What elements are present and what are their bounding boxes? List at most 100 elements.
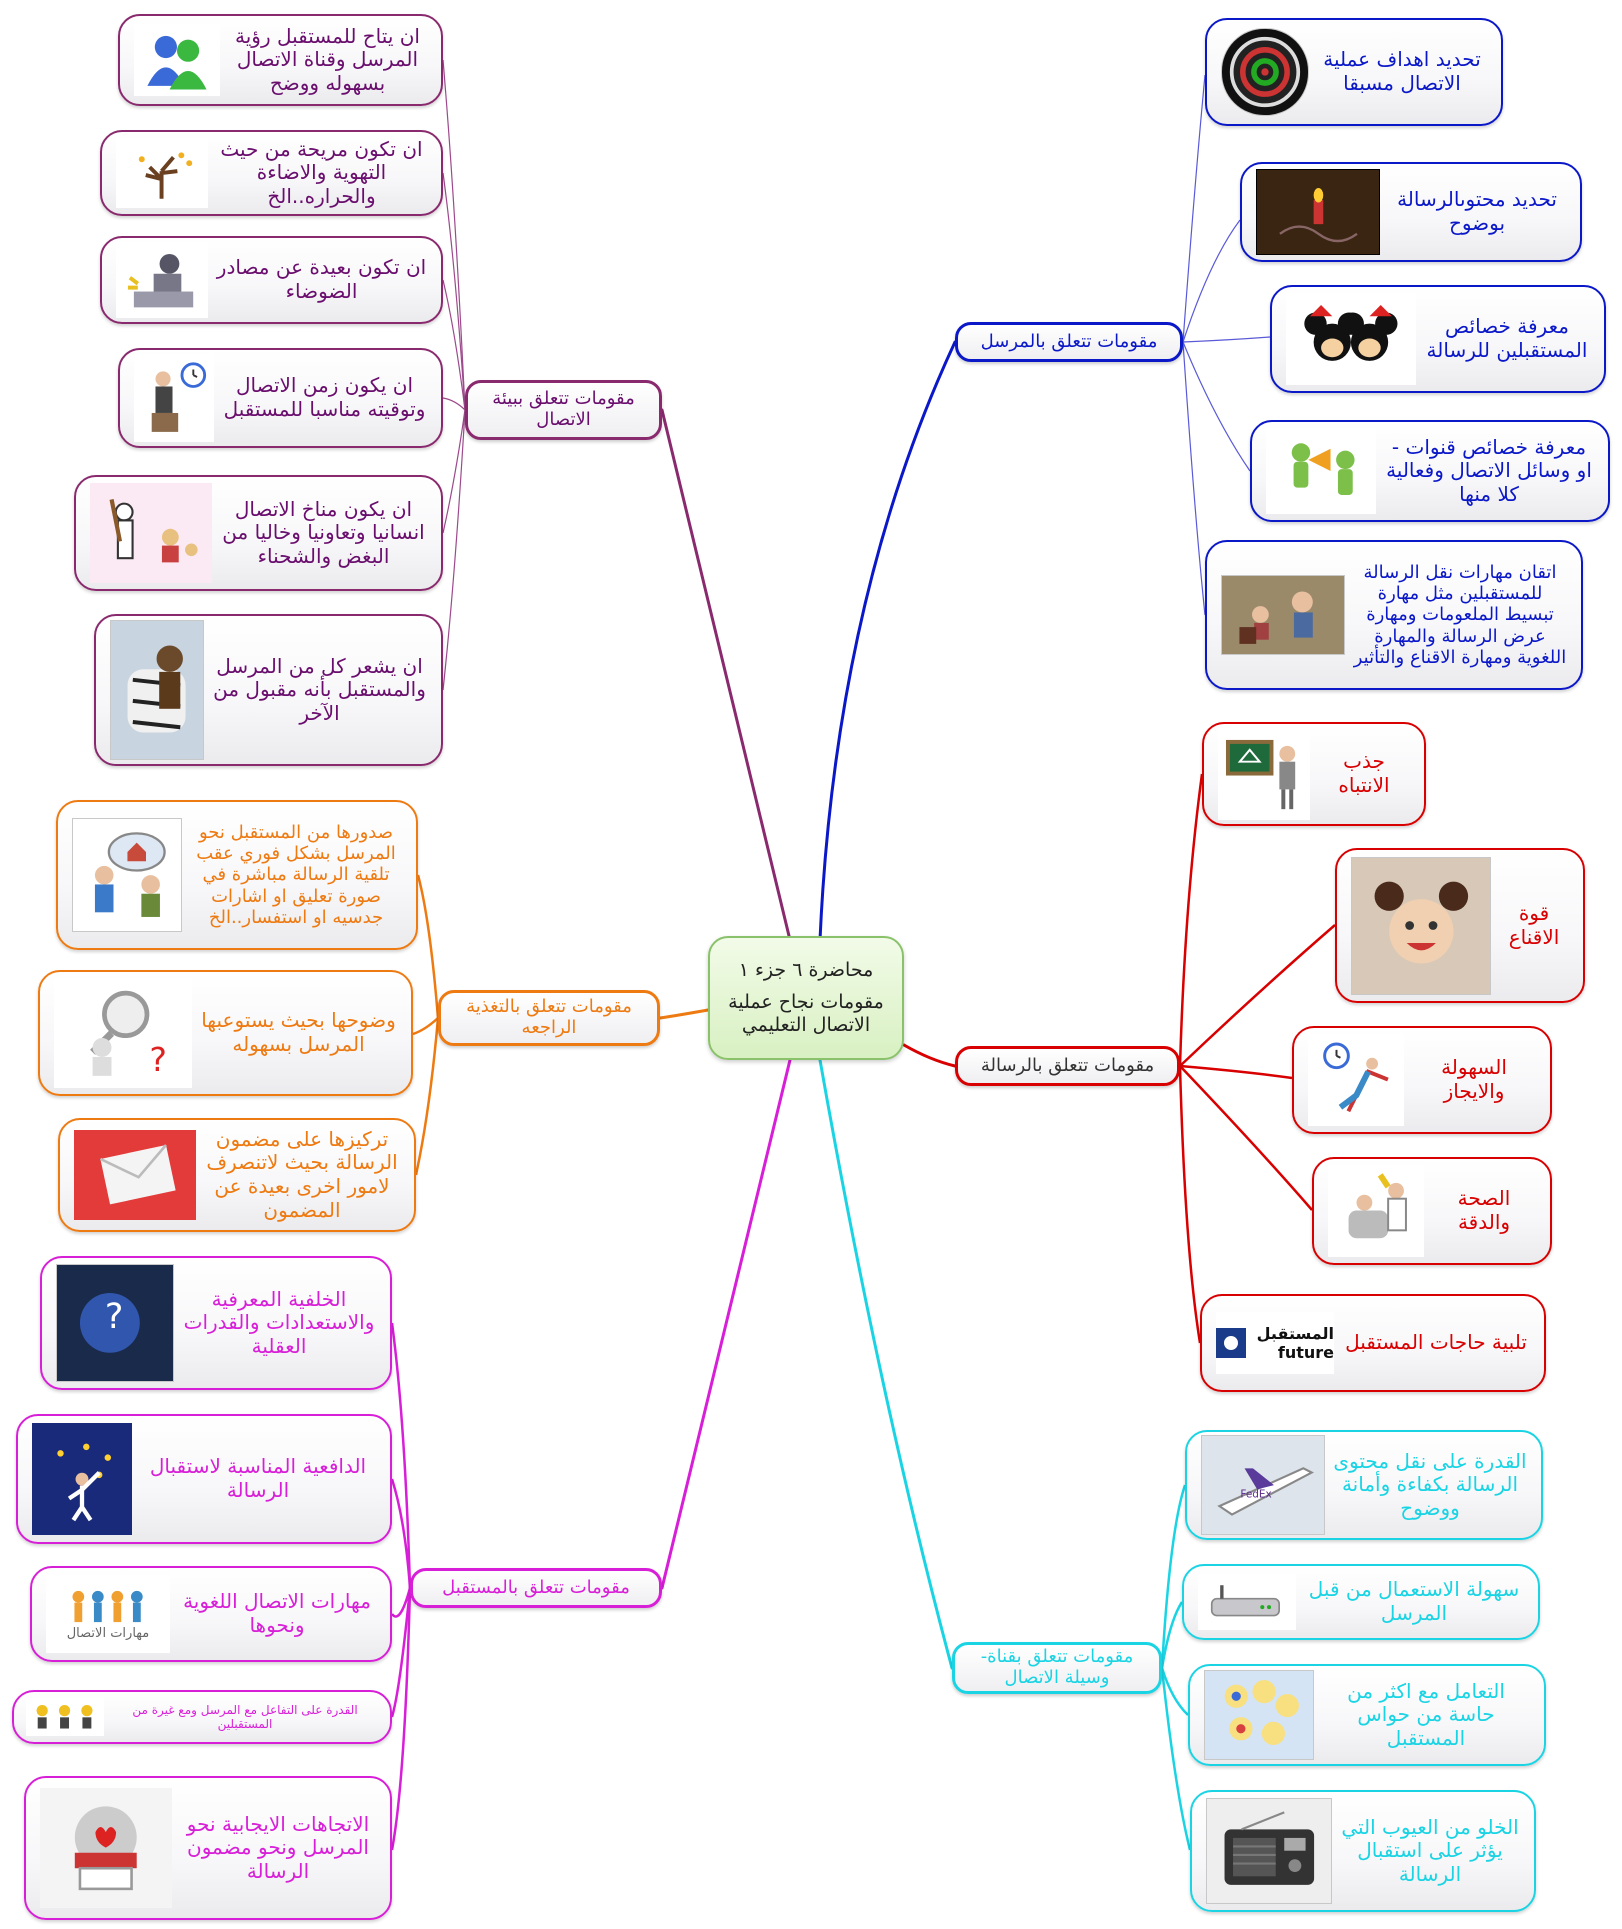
branch-feedback-label: مقومات تتعلق بالتغذية الراجعه [466, 996, 632, 1038]
environment-item-1-text: ان يتاح للمستقبل رؤية المرسل وقناة الاتص… [235, 23, 420, 95]
link-env-2 [442, 172, 466, 411]
sender-item-4[interactable]: معرفة خصائص قنوات - او وسائل الاتصال وفع… [1250, 420, 1610, 522]
man-chair-clock-icon [134, 354, 214, 442]
link-env-5 [442, 409, 466, 534]
link-center-sender [818, 340, 957, 942]
sender-item-5[interactable]: اتقان مهارات نقل الرسالة للمستقبلين مثل … [1205, 540, 1583, 690]
branch-sender[interactable]: مقومات تتعلق بالمرسل [955, 322, 1183, 362]
link-ch-1 [1160, 1484, 1187, 1669]
sender-item-1-text: تحديد اهداف عملية الاتصال مسبقا [1323, 47, 1481, 95]
link-center-message [902, 1043, 957, 1068]
link-msg-4 [1179, 1065, 1313, 1211]
link-msg-3 [1179, 1064, 1293, 1080]
receiver-item-2-text: الدافعية المناسبة لاستقبال الرسالة [149, 1454, 367, 1502]
environment-item-2-text: ان تكون مريحة من حيث التهوية والاضاءة وا… [220, 136, 423, 208]
message-item-1[interactable]: جذب الانتباه [1202, 722, 1426, 826]
link-fb-3 [414, 1017, 440, 1176]
environment-item-3[interactable]: ان تكون بعيدة عن مصادر الضوضاء [100, 236, 443, 324]
channel-item-4[interactable]: الخلو من العيوب التي يؤثر على استقبال ال… [1190, 1790, 1536, 1912]
sender-item-1[interactable]: تحديد اهداف عملية الاتصال مسبقا [1205, 18, 1503, 126]
link-center-feedback [658, 1008, 710, 1020]
radio-icon [1206, 1798, 1332, 1904]
link-center-channel [818, 1058, 954, 1670]
receiver-item-3[interactable]: مهارات الاتصال مهارات الاتصال اللغوية ون… [30, 1566, 392, 1662]
link-env-6 [442, 409, 466, 691]
link-env-3 [442, 279, 466, 411]
link-sender-3 [1182, 336, 1271, 343]
link-fb-1 [416, 874, 440, 1019]
central-topic-title: مقومات نجاح عملية الاتصال التعليمي [728, 991, 884, 1036]
message-item-5[interactable]: المستقبل future تلبية حاجات المستقبل [1200, 1294, 1546, 1392]
environment-item-6-text: ان يشعر كل من المرسل والمستقبل بأنه مقبو… [213, 653, 426, 725]
link-sender-4 [1182, 341, 1251, 472]
router-icon [1198, 1574, 1296, 1630]
relax-chair-clock-icon [1308, 1034, 1404, 1126]
messenger-people-icon [134, 24, 220, 96]
receiver-item-1[interactable]: ? الخلفية المعرفية والاستعدادات والقدرات… [40, 1256, 392, 1390]
channel-item-1[interactable]: FedEx القدرة على نقل محتوى الرسالة بكفاء… [1185, 1430, 1543, 1540]
link-msg-1 [1178, 773, 1204, 1067]
phone-heart-icon [40, 1788, 172, 1908]
environment-item-6[interactable]: ان يشعر كل من المرسل والمستقبل بأنه مقبو… [94, 614, 443, 766]
mickey-minnie-icon [1286, 293, 1416, 385]
message-item-4-text: الصحة والدقة [1457, 1186, 1511, 1234]
link-rcv-4 [390, 1587, 412, 1718]
dartboard-icon [1221, 28, 1309, 116]
branch-message[interactable]: مقومات تتعلق بالرسالة [955, 1046, 1180, 1086]
link-sender-1 [1182, 74, 1206, 343]
communication-skills-icon: مهارات الاتصال [46, 1575, 170, 1653]
link-center-environment [660, 408, 792, 942]
environment-item-5[interactable]: ان يكون مناخ الاتصال انسانيا وتعاونيا وخ… [74, 475, 443, 591]
environment-item-3-text: ان تكون بعيدة عن مصادر الضوضاء [216, 255, 427, 303]
message-item-3[interactable]: السهولة والايجاز [1292, 1026, 1552, 1134]
branch-environment[interactable]: مقومات تتعلق ببيئة الاتصال [465, 380, 662, 440]
cartoon-figures-icon [90, 483, 212, 583]
link-rcv-5 [390, 1587, 412, 1851]
sender-item-4-text: معرفة خصائص قنوات - او وسائل الاتصال وفع… [1386, 434, 1592, 506]
svg-text:FedEx: FedEx [1240, 1489, 1271, 1501]
receiver-item-4[interactable]: القدرة على التفاعل مع المرسل ومع غيرة من… [12, 1690, 392, 1744]
channel-item-2[interactable]: سهولة الاستعمال من قبل المرسل [1182, 1564, 1540, 1640]
branch-receiver[interactable]: مقومات تتعلق بالمستقبل [410, 1568, 662, 1608]
channel-item-4-text: الخلو من العيوب التي يؤثر على استقبال ال… [1341, 1814, 1519, 1886]
feedback-item-1[interactable]: صدورها من المستقبل نحو المرسل بشكل فوري … [56, 800, 418, 950]
environment-item-1[interactable]: ان يتاح للمستقبل رؤية المرسل وقناة الاتص… [118, 14, 443, 106]
environment-item-4[interactable]: ان يكون زمن الاتصال وتوقيته مناسبا للمست… [118, 348, 443, 448]
sender-item-5-text: اتقان مهارات نقل الرسالة للمستقبلين مثل … [1353, 561, 1567, 668]
feedback-item-1-text: صدورها من المستقبل نحو المرسل بشكل فوري … [196, 821, 396, 928]
link-center-receiver [660, 1058, 792, 1590]
receiver-item-5[interactable]: الاتجاهات الايجابية نحو المرسل ونحو مضمو… [24, 1776, 392, 1920]
link-env-4 [442, 397, 466, 411]
receiver-item-2[interactable]: الدافعية المناسبة لاستقبال الرسالة [16, 1414, 392, 1544]
megaphone-figures-icon [1266, 428, 1376, 514]
message-item-5-text: تلبية حاجات المستقبل [1345, 1330, 1527, 1355]
branch-channel[interactable]: مقومات تتعلق بقناة-وسيلة الاتصال [952, 1642, 1162, 1694]
branch-feedback[interactable]: مقومات تتعلق بالتغذية الراجعه [438, 990, 660, 1046]
svg-text:?: ? [149, 1040, 167, 1079]
envelope-icon [74, 1130, 196, 1220]
tiger-hug-photo-icon [110, 620, 204, 760]
people-thinking-icon [72, 818, 182, 932]
airplane-photo-icon: FedEx [1201, 1435, 1325, 1535]
future-logo-icon: المستقبل future [1216, 1312, 1334, 1374]
future-logo-arabic: المستقبل [1256, 1324, 1334, 1343]
sender-item-2[interactable]: تحديد محتوىالرسالة بوضوح [1240, 162, 1582, 262]
feedback-item-2[interactable]: ? وضوحها بحيث يستوعبها المرسل بسهوله [38, 970, 413, 1096]
receiver-item-3-text: مهارات الاتصال اللغوية ونحوها [183, 1589, 371, 1637]
girl-photo-icon [1351, 856, 1491, 995]
svg-text:?: ? [105, 1297, 124, 1337]
message-item-2[interactable]: قوة الاقناع [1335, 848, 1585, 1003]
channel-item-1-text: القدرة على نقل محتوى الرسالة بكفاءة وأما… [1333, 1448, 1527, 1520]
feedback-item-3[interactable]: تركيزها على مضمون الرسالة بحيث لاتنصرف ل… [58, 1118, 416, 1232]
link-ch-2 [1160, 1601, 1184, 1669]
central-topic[interactable]: محاضرة ٦ جزء ١ مقومات نجاح عملية الاتصال… [708, 936, 904, 1060]
link-sender-2 [1182, 219, 1241, 343]
channel-item-3[interactable]: التعامل مع اكثر من حاسة من حواس المستقبل [1188, 1664, 1546, 1766]
environment-item-2[interactable]: ان تكون مريحة من حيث التهوية والاضاءة وا… [100, 130, 443, 216]
receiver-item-5-text: الاتجاهات الايجابية نحو المرسل ونحو مضمو… [186, 1811, 370, 1883]
message-item-4[interactable]: الصحة والدقة [1312, 1157, 1552, 1265]
sender-item-3[interactable]: معرفة خصائص المستقبلين للرسالة [1270, 285, 1606, 393]
receiver-item-1-text: الخلفية المعرفية والاستعدادات والقدرات ا… [183, 1286, 375, 1358]
message-item-1-text: جذب الانتباه [1338, 749, 1390, 797]
